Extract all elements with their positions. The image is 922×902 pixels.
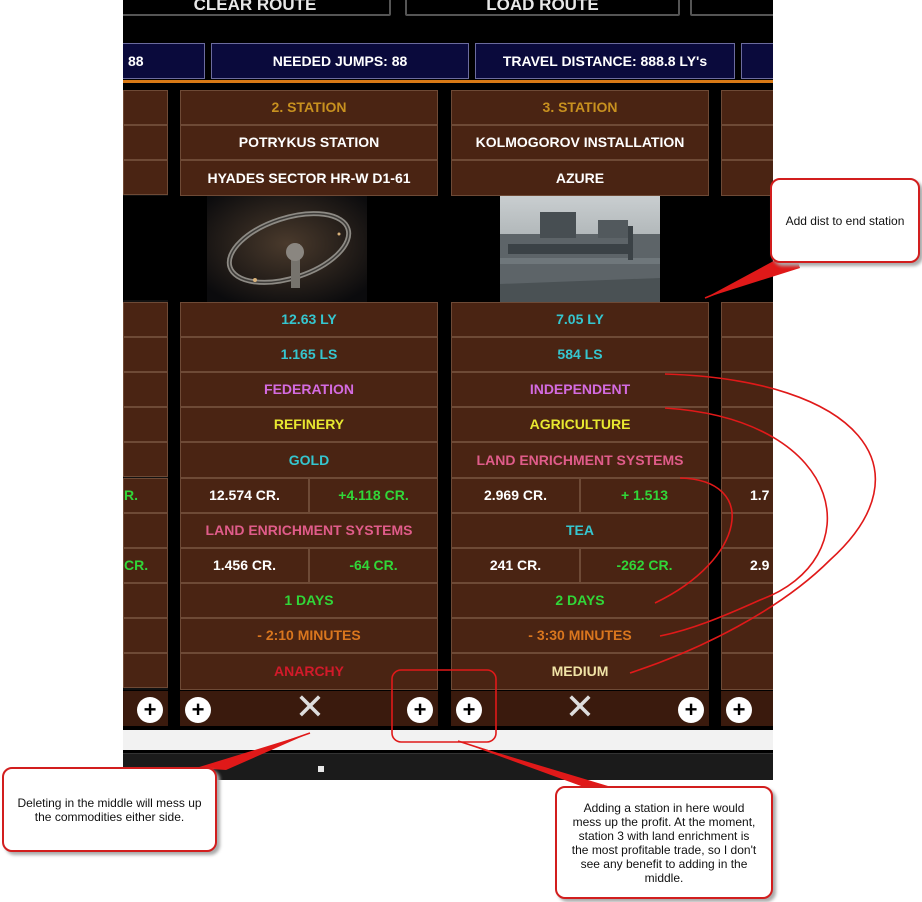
- station-column-3: 3. STATION KOLMOGOROV INSTALLATION AZURE: [451, 90, 709, 690]
- commodity-1-profit: + 1.513: [580, 478, 709, 513]
- callout-text: Add dist to end station: [785, 213, 905, 228]
- horizontal-scrollbar[interactable]: [123, 753, 773, 780]
- add-station-button[interactable]: +: [407, 697, 433, 723]
- route-planner-window: CLEAR ROUTE LOAD ROUTE 88 NEEDED JUMPS: …: [123, 0, 773, 780]
- distance-ly: 7.05 LY: [451, 302, 709, 337]
- allegiance: FEDERATION: [180, 372, 438, 407]
- station-column-2: 2. STATION POTRYKUS STATION HYADES SECTO…: [180, 90, 438, 690]
- travel-minutes: - 3:30 MINUTES: [451, 618, 709, 653]
- load-route-button[interactable]: LOAD ROUTE: [405, 0, 680, 16]
- callout-add-distance: Add dist to end station: [770, 178, 920, 263]
- add-station-button[interactable]: +: [137, 697, 163, 723]
- station-header: 2. STATION: [180, 90, 438, 125]
- travel-days: 1 DAYS: [180, 583, 438, 618]
- divider-line: [123, 80, 773, 83]
- station-column-partial-left: R. CR.: [123, 90, 168, 690]
- add-station-button[interactable]: +: [456, 697, 482, 723]
- callout-text: Adding a station in here would mess up t…: [571, 800, 757, 885]
- partial-price-1: 1.7: [721, 478, 773, 513]
- callout-delete-middle: Deleting in the middle will mess up the …: [2, 767, 217, 852]
- station-image-frame: [180, 196, 438, 302]
- commodity-2: LAND ENRICHMENT SYSTEMS: [180, 513, 438, 548]
- station-image-frame: [451, 196, 709, 302]
- delete-station-button[interactable]: ✕: [294, 687, 326, 728]
- scrollbar-thumb[interactable]: [318, 766, 324, 772]
- distance-ls: 584 LS: [451, 337, 709, 372]
- station-name: POTRYKUS STATION: [180, 125, 438, 160]
- distance-ly: 12.63 LY: [180, 302, 438, 337]
- add-station-button[interactable]: +: [185, 697, 211, 723]
- station-column-partial-right: 1.7 2.9: [721, 90, 773, 690]
- station-name: KOLMOGOROV INSTALLATION: [451, 125, 709, 160]
- commodity-2-price: 1.456 CR.: [180, 548, 309, 583]
- clear-route-button[interactable]: CLEAR ROUTE: [123, 0, 391, 16]
- orbital-station-image: [207, 196, 367, 302]
- partial-top-button[interactable]: [690, 0, 773, 16]
- commodity-1-price: 12.574 CR.: [180, 478, 309, 513]
- scroll-track-background: [123, 730, 773, 750]
- travel-distance-label: TRAVEL DISTANCE: 888.8 LY's: [475, 43, 735, 79]
- add-station-button[interactable]: +: [726, 697, 752, 723]
- info-partial-left: 88: [123, 43, 205, 79]
- travel-minutes: - 2:10 MINUTES: [180, 618, 438, 653]
- callout-text: Deleting in the middle will mess up the …: [17, 795, 202, 824]
- station-header: 3. STATION: [451, 90, 709, 125]
- surface-installation-image: [500, 196, 660, 302]
- partial-profit-1: R.: [123, 478, 168, 513]
- add-station-button[interactable]: +: [678, 697, 704, 723]
- commodity-2-price: 241 CR.: [451, 548, 580, 583]
- commodity-2-profit: -262 CR.: [580, 548, 709, 583]
- system-name: AZURE: [451, 160, 709, 196]
- needed-jumps-label: NEEDED JUMPS: 88: [211, 43, 469, 79]
- commodity-2-profit: -64 CR.: [309, 548, 438, 583]
- economy: AGRICULTURE: [451, 407, 709, 442]
- callout-add-middle: Adding a station in here would mess up t…: [555, 786, 773, 899]
- partial-profit-2: CR.: [123, 548, 168, 583]
- system-name: HYADES SECTOR HR-W D1-61: [180, 160, 438, 196]
- security-level: MEDIUM: [451, 653, 709, 690]
- distance-ls: 1.165 LS: [180, 337, 438, 372]
- allegiance: INDEPENDENT: [451, 372, 709, 407]
- commodity-1: LAND ENRICHMENT SYSTEMS: [451, 442, 709, 478]
- info-partial-right: [741, 43, 773, 79]
- partial-price-2: 2.9: [721, 548, 773, 583]
- delete-station-button[interactable]: ✕: [564, 687, 596, 728]
- security-level: ANARCHY: [180, 653, 438, 690]
- commodity-1-price: 2.969 CR.: [451, 478, 580, 513]
- commodity-1-profit: +4.118 CR.: [309, 478, 438, 513]
- commodity-2: TEA: [451, 513, 709, 548]
- travel-days: 2 DAYS: [451, 583, 709, 618]
- commodity-1: GOLD: [180, 442, 438, 478]
- economy: REFINERY: [180, 407, 438, 442]
